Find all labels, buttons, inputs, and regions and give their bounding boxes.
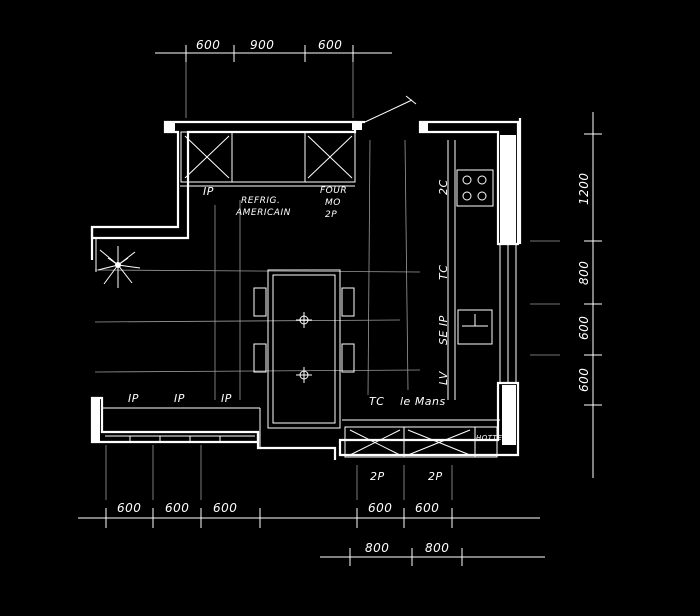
label-2p-1: 2P xyxy=(370,470,385,483)
bottom-dim-5: 600 xyxy=(415,501,439,515)
label-ip-top: IP xyxy=(203,185,214,198)
right-dim-3: 600 xyxy=(577,316,591,340)
label-left-ip-1: IP xyxy=(128,392,139,405)
label-lemans: le Mans xyxy=(400,395,446,408)
pendant-light-icon xyxy=(296,367,312,383)
bottom-dimension-line: 600 600 600 600 600 xyxy=(78,501,540,528)
bottom-right-cabinets: HOTTE xyxy=(342,419,502,458)
hob-icon xyxy=(456,169,494,207)
sunburst-icon xyxy=(97,246,141,288)
label-right-2c: 2C xyxy=(437,179,450,195)
label-right-seip: SE IP xyxy=(437,315,450,345)
label-four-1: FOUR xyxy=(320,186,347,196)
label-refrig-2: AMERICAIN xyxy=(235,208,291,218)
top-dim-3: 600 xyxy=(318,38,342,52)
bottom-lower-dim-2: 800 xyxy=(425,541,449,555)
bottom-dim-4: 600 xyxy=(368,501,392,515)
top-dimension-line: 600 900 600 xyxy=(155,38,392,62)
pendant-light-icon xyxy=(296,312,312,328)
right-dim-2: 800 xyxy=(577,261,591,285)
left-window xyxy=(90,227,141,288)
label-refrig-1: REFRIG. xyxy=(241,196,280,206)
bottom-dim-2: 600 xyxy=(165,501,189,515)
label-four-3: 2P xyxy=(325,210,337,220)
construction-lines xyxy=(94,62,560,500)
right-dim-1: 1200 xyxy=(577,172,591,205)
bottom-left-cabinets xyxy=(90,396,337,460)
label-four-2: MO xyxy=(325,198,341,208)
top-wall-cabinets xyxy=(90,95,417,240)
label-left-ip-2: IP xyxy=(174,392,185,405)
label-tc: TC xyxy=(369,395,384,408)
label-right-lv: LV xyxy=(437,370,450,385)
label-left-ip-3: IP xyxy=(221,392,232,405)
sink-icon xyxy=(457,309,493,345)
central-island xyxy=(253,269,355,429)
right-dim-4: 600 xyxy=(577,368,591,392)
label-2p-2: 2P xyxy=(428,470,443,483)
top-dim-1: 600 xyxy=(196,38,220,52)
bottom-lower-dimension-line: 800 800 xyxy=(320,541,545,566)
right-dimension-line: 1200 800 600 600 xyxy=(577,112,602,478)
label-hotte: HOTTE xyxy=(476,434,502,442)
bottom-dim-3: 600 xyxy=(213,501,237,515)
bottom-lower-dim-1: 800 xyxy=(365,541,389,555)
bottom-dim-1: 600 xyxy=(117,501,141,515)
right-wall-cabinets xyxy=(338,118,522,457)
top-dim-2: 900 xyxy=(250,38,274,52)
label-right-tc: TC xyxy=(437,265,450,280)
